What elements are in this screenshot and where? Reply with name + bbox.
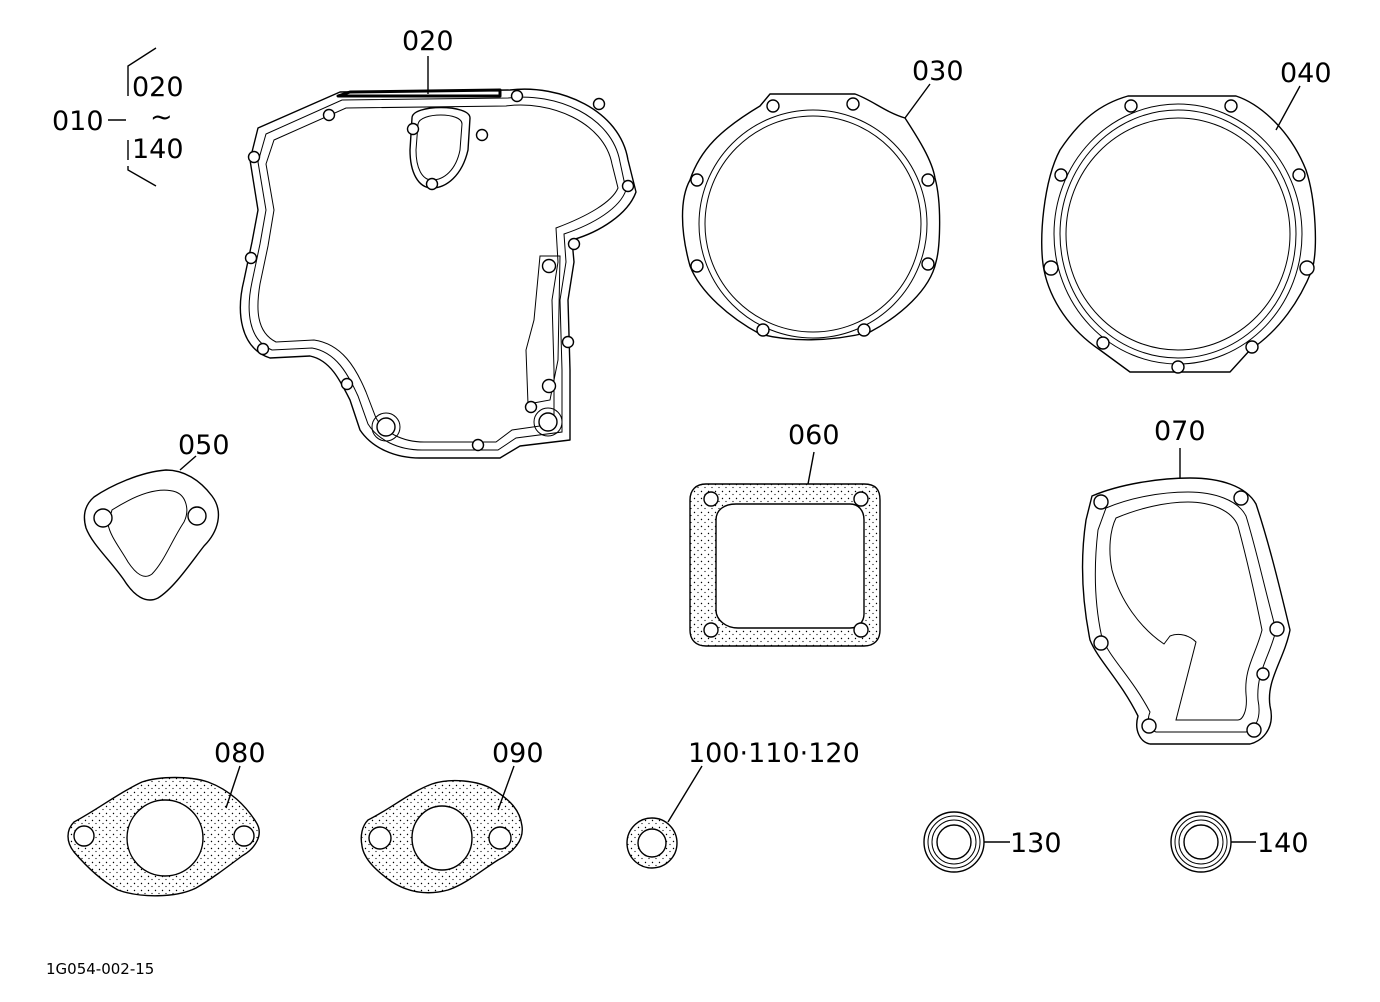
- kit-group-label: 010: [52, 106, 104, 137]
- part-070-label: 070: [1154, 416, 1206, 447]
- part-060-label: 060: [788, 420, 840, 451]
- part-090-label: 090: [492, 738, 544, 769]
- part-130-seal-ring: 130: [923, 811, 1062, 873]
- part-040-ring-gasket: 040: [1041, 58, 1332, 374]
- part-100-110-120-washer: 100·110·120: [626, 738, 860, 869]
- part-050-flange-gasket: 050: [83, 430, 230, 601]
- kit-range-start: 020: [132, 72, 184, 103]
- kit-range-end: 140: [132, 134, 184, 165]
- part-080-oval-flange-gasket: 080: [67, 738, 266, 897]
- part-140-label: 140: [1257, 828, 1309, 859]
- part-130-label: 130: [1010, 828, 1062, 859]
- part-090-oval-flange-gasket: 090: [360, 738, 544, 894]
- part-100-110-120-label: 100·110·120: [688, 738, 860, 769]
- part-050-label: 050: [178, 430, 230, 461]
- part-030-label: 030: [912, 56, 964, 87]
- drawing-code: 1G054-002-15: [46, 960, 154, 978]
- part-040-label: 040: [1280, 58, 1332, 89]
- part-140-seal-ring: 140: [1170, 811, 1309, 873]
- part-080-label: 080: [214, 738, 266, 769]
- part-030-ring-gasket: 030: [681, 56, 964, 341]
- part-060-square-gasket: 060: [689, 420, 881, 647]
- part-070-water-pump-gasket: 070: [1081, 416, 1291, 745]
- part-020-label: 020: [402, 26, 454, 57]
- kit-range-symbol: ~: [150, 102, 173, 133]
- part-020-gear-case-gasket: 020: [239, 26, 637, 459]
- kit-group-bracket: 010 020 ~ 140: [52, 47, 184, 187]
